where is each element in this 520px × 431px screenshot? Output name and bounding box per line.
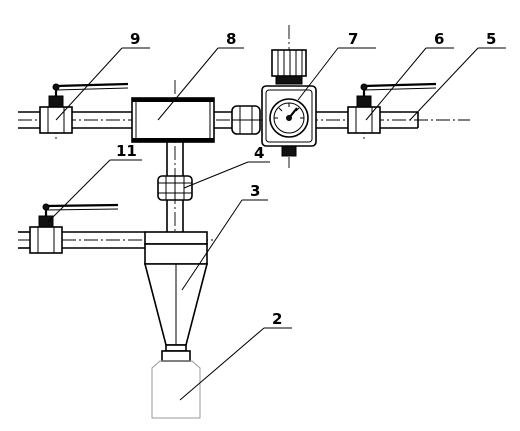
union-4 — [157, 175, 193, 201]
vertical-pipe — [166, 142, 184, 232]
callout-4: 4 — [254, 144, 264, 162]
collection-bottle-2 — [151, 350, 201, 419]
callout-7: 7 — [348, 30, 358, 48]
callout-3: 3 — [250, 182, 260, 200]
callout-8: 8 — [226, 30, 236, 48]
ball-valve-11 — [29, 203, 119, 254]
lower-inlet-pipe — [18, 231, 145, 249]
callout-6: 6 — [434, 30, 444, 48]
callout-labels: 9 8 7 6 5 4 11 3 2 — [116, 30, 496, 328]
tee-chamber-8 — [131, 97, 215, 143]
union-coupling — [231, 105, 261, 135]
centerlines — [18, 25, 470, 250]
callout-11: 11 — [116, 142, 137, 160]
callout-5: 5 — [486, 30, 496, 48]
callout-9: 9 — [130, 30, 140, 48]
ball-valve-9 — [39, 82, 129, 134]
main-pipe — [18, 111, 419, 129]
callout-2: 2 — [272, 310, 282, 328]
pressure-regulator-7 — [261, 49, 317, 157]
cyclone-separator-3 — [143, 231, 209, 352]
callout-leaders — [47, 47, 506, 401]
ball-valve-6 — [347, 82, 437, 134]
